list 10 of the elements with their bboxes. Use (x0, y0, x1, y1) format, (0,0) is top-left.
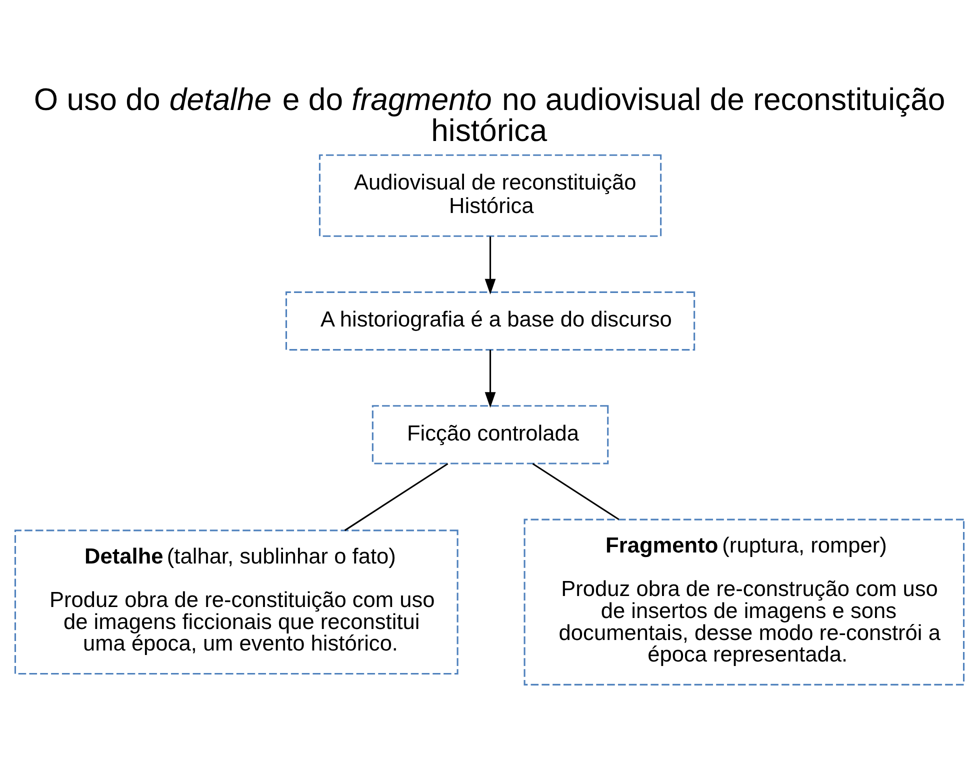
node-box: Audiovisual de reconstituição Histórica (318, 154, 662, 236)
connector (532, 462, 619, 520)
arrow (484, 349, 496, 408)
node-box: Fragmento (ruptura, romper) Produz obra de re-construção com uso de insertos de imagens e sons documentais, desse modo re-constrói a época representada. (523, 518, 964, 685)
connector (344, 462, 448, 531)
node-box: Ficção controlada (371, 404, 608, 464)
arrow (484, 236, 496, 294)
diagram-title: O uso do detalhe e do fragmento no audiovisual de reconstituição histórica (33, 81, 945, 148)
node-box: A historiografia é a base do discurso (284, 290, 695, 350)
node-box: Detalhe (talhar, sublinhar o fato) Produz obra de re-constituição com uso de imagens ficcionais que reconstitui uma época, um evento histórico. (14, 529, 458, 674)
